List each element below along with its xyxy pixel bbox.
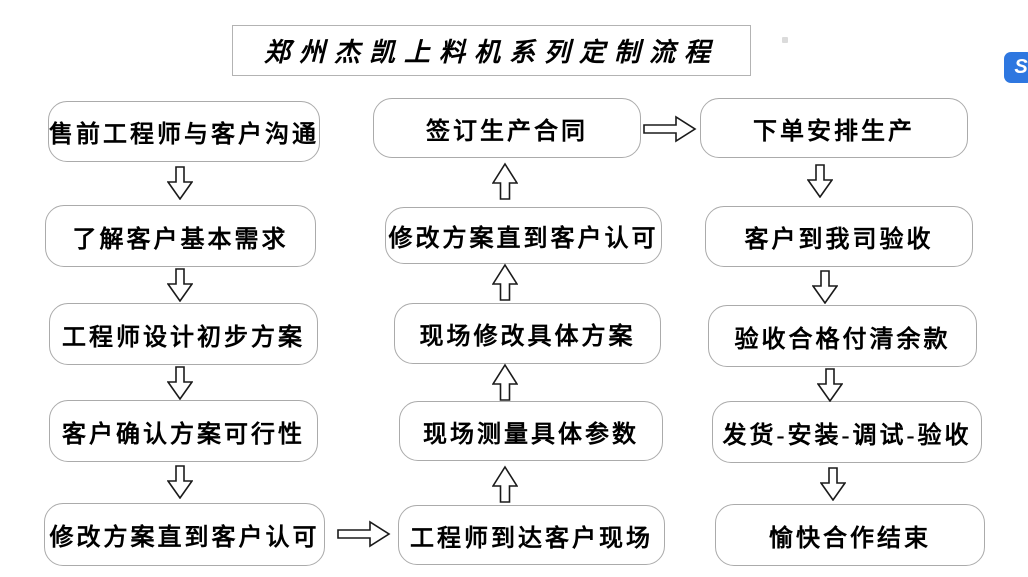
- flow-step-engineer-arrives: 工程师到达客户现场: [398, 505, 665, 565]
- flow-step-onsite-revise-plan: 现场修改具体方案: [394, 303, 661, 364]
- flow-step-revise-until-approved-middle: 修改方案直到客户认可: [385, 207, 662, 264]
- flow-step-cooperation-end: 愉快合作结束: [715, 504, 985, 566]
- flow-step-label: 现场测量具体参数: [423, 421, 639, 448]
- flow-step-onsite-measure: 现场测量具体参数: [399, 401, 663, 461]
- flow-step-customer-acceptance: 客户到我司验收: [705, 206, 973, 267]
- stray-dot: [782, 37, 788, 43]
- flow-step-label: 了解客户基本需求: [72, 226, 289, 253]
- flow-step-label: 签订生产合同: [426, 118, 588, 145]
- down-arrow-icon: [167, 268, 193, 302]
- title-box: 郑州杰凯上料机系列定制流程: [232, 25, 751, 76]
- flow-step-label: 验收合格付清余款: [734, 326, 951, 353]
- down-arrow-icon: [167, 366, 193, 400]
- right-arrow-icon: [643, 115, 697, 143]
- down-arrow-icon: [817, 368, 843, 402]
- flow-step-label: 客户到我司验收: [744, 227, 934, 253]
- flow-step-label: 下单安排生产: [753, 118, 915, 145]
- floating-s-badge[interactable]: S: [1004, 52, 1028, 83]
- flow-step-presales-communication: 售前工程师与客户沟通: [48, 101, 320, 162]
- flow-step-label: 客户确认方案可行性: [62, 421, 305, 448]
- down-arrow-icon: [167, 166, 193, 200]
- flow-step-revise-until-approved-left: 修改方案直到客户认可: [44, 503, 325, 566]
- flow-step-label: 发货-安装-调试-验收: [722, 422, 972, 449]
- up-arrow-icon: [492, 465, 518, 503]
- flow-step-label: 工程师设计初步方案: [62, 324, 305, 351]
- down-arrow-icon: [807, 164, 833, 198]
- right-arrow-icon: [337, 520, 391, 548]
- up-arrow-icon: [492, 162, 518, 200]
- flow-step-sign-contract: 签订生产合同: [373, 98, 641, 158]
- flow-step-confirm-feasibility: 客户确认方案可行性: [49, 400, 318, 462]
- flow-step-label: 修改方案直到客户认可: [49, 525, 320, 551]
- up-arrow-icon: [492, 363, 518, 401]
- up-arrow-icon: [492, 263, 518, 301]
- flow-step-pay-balance: 验收合格付清余款: [708, 305, 977, 367]
- flow-step-understand-needs: 了解客户基本需求: [45, 205, 316, 267]
- down-arrow-icon: [820, 467, 846, 501]
- flow-step-ship-install-debug-accept: 发货-安装-调试-验收: [712, 401, 982, 463]
- flow-step-label: 修改方案直到客户认可: [388, 226, 659, 252]
- flow-step-label: 愉快合作结束: [769, 525, 931, 552]
- s-logo-icon: S: [1014, 56, 1028, 78]
- flow-step-label: 现场修改具体方案: [419, 324, 636, 350]
- down-arrow-icon: [167, 465, 193, 499]
- down-arrow-icon: [812, 270, 838, 304]
- flow-step-preliminary-design: 工程师设计初步方案: [49, 303, 318, 365]
- flow-step-place-order: 下单安排生产: [700, 98, 968, 158]
- flow-step-label: 工程师到达客户现场: [410, 525, 653, 552]
- page-title: 郑州杰凯上料机系列定制流程: [263, 38, 719, 67]
- flow-step-label: 售前工程师与客户沟通: [49, 122, 319, 148]
